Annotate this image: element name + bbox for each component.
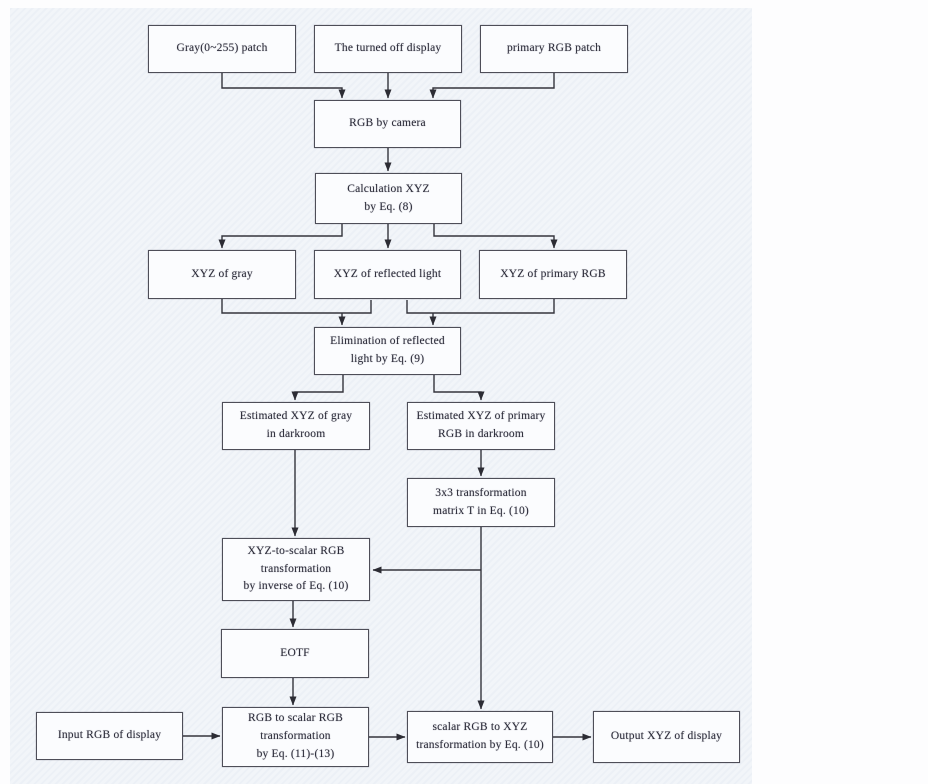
node-xyz-of-primary-rgb: XYZ of primary RGB	[479, 250, 627, 299]
node-input-rgb-display: Input RGB of display	[36, 712, 183, 760]
node-elimination-reflected-light: Elimination of reflected light by Eq. (9…	[314, 327, 461, 375]
node-rgb-to-scalar-rgb: RGB to scalar RGB transformation by Eq. …	[222, 707, 369, 767]
node-primary-rgb-patch: primary RGB patch	[480, 25, 628, 73]
node-transformation-matrix: 3x3 transformation matrix T in Eq. (10)	[407, 478, 555, 527]
node-xyz-of-gray: XYZ of gray	[148, 250, 296, 299]
node-xyz-of-reflected-light: XYZ of reflected light	[314, 250, 461, 299]
node-estimated-xyz-gray: Estimated XYZ of gray in darkroom	[222, 402, 370, 450]
node-output-xyz-display: Output XYZ of display	[593, 711, 740, 763]
node-scalar-rgb-to-xyz: scalar RGB to XYZ transformation by Eq. …	[407, 711, 553, 763]
node-xyz-to-scalar-rgb: XYZ-to-scalar RGB transformation by inve…	[222, 538, 370, 601]
node-gray-patch: Gray(0~255) patch	[148, 25, 296, 73]
node-turned-off-display: The turned off display	[314, 25, 462, 73]
node-eotf: EOTF	[221, 629, 369, 678]
node-estimated-xyz-primary-rgb: Estimated XYZ of primary RGB in darkroom	[407, 402, 555, 450]
node-rgb-by-camera: RGB by camera	[314, 100, 461, 148]
node-calculation-xyz: Calculation XYZ by Eq. (8)	[315, 173, 462, 224]
